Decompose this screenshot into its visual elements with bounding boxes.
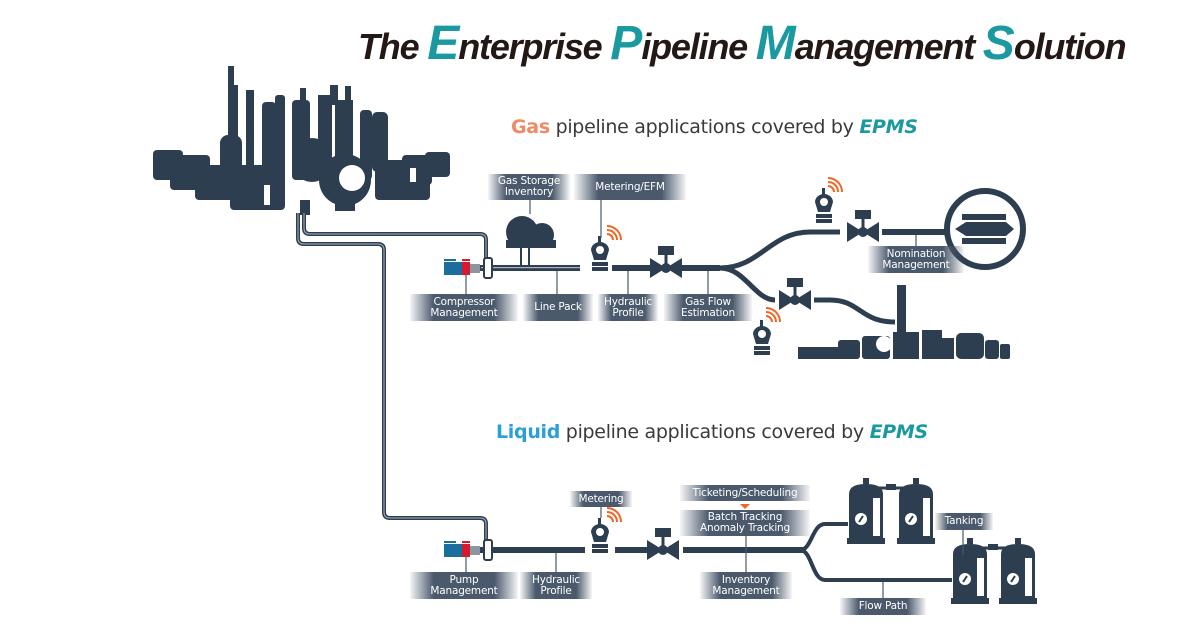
liquid-section-heading: Liquid pipeline applications covered by …	[496, 421, 928, 443]
label-line-pack: Line Pack	[523, 294, 593, 321]
liquid-meter-icon	[591, 518, 609, 553]
label-hydraulic-profile-gas: Hydraulic Profile	[598, 294, 658, 321]
signal-icon	[765, 307, 781, 323]
power-plant-icon	[798, 285, 1010, 359]
label-pump-management: Pump Management	[410, 572, 518, 599]
gas-storage-tanks-icon	[506, 216, 556, 265]
arrow-down-icon	[740, 504, 750, 509]
page-title: The Enterprise Pipeline Management Solut…	[358, 16, 1127, 71]
refinery-icon	[153, 66, 450, 215]
label-compressor-management: Compressor Management	[410, 294, 518, 321]
compressor-icon	[444, 262, 462, 275]
gas-valve-icon	[650, 246, 682, 278]
turbine-icon	[944, 188, 1026, 270]
gas-meter-icon-2	[815, 188, 833, 223]
title-part: Pipeline	[610, 17, 756, 70]
label-ticketing-scheduling: Ticketing/Scheduling	[680, 485, 810, 501]
signal-icon	[606, 507, 622, 523]
label-metering-efm: Metering/EFM	[574, 174, 686, 200]
gas-valve-icon-3	[779, 278, 811, 310]
title-part: Solution	[982, 17, 1127, 70]
label-nomination-management: Nomination Management	[868, 246, 964, 273]
gas-pipeline	[444, 177, 1026, 359]
title-part: The	[358, 26, 428, 67]
label-hydraulic-profile-liquid: Hydraulic Profile	[520, 572, 592, 599]
label-tanking: Tanking	[935, 513, 993, 530]
signal-icon	[606, 225, 622, 241]
pump-icon	[444, 544, 462, 557]
signal-icon	[827, 177, 843, 193]
leader-lines	[465, 200, 964, 598]
gas-meter-icon-3	[753, 320, 771, 355]
gas-section-heading: Gas pipeline applications covered by EPM…	[511, 116, 918, 138]
liquid-pipeline	[444, 477, 1038, 605]
title-part: Enterprise	[427, 17, 611, 70]
label-metering: Metering	[570, 491, 632, 507]
liquid-valve-icon	[647, 528, 679, 560]
title-part: Management	[755, 17, 983, 70]
label-batch-anomaly-tracking: Batch Tracking Anomaly Tracking	[680, 510, 810, 536]
label-inventory-management: Inventory Management	[700, 572, 792, 599]
gas-valve-icon-2	[847, 210, 879, 242]
label-flow-path: Flow Path	[840, 598, 926, 615]
gas-meter-icon	[591, 236, 609, 271]
label-gas-flow-estimation: Gas Flow Estimation	[664, 294, 752, 321]
label-gas-storage-inventory: Gas Storage Inventory	[488, 174, 570, 200]
